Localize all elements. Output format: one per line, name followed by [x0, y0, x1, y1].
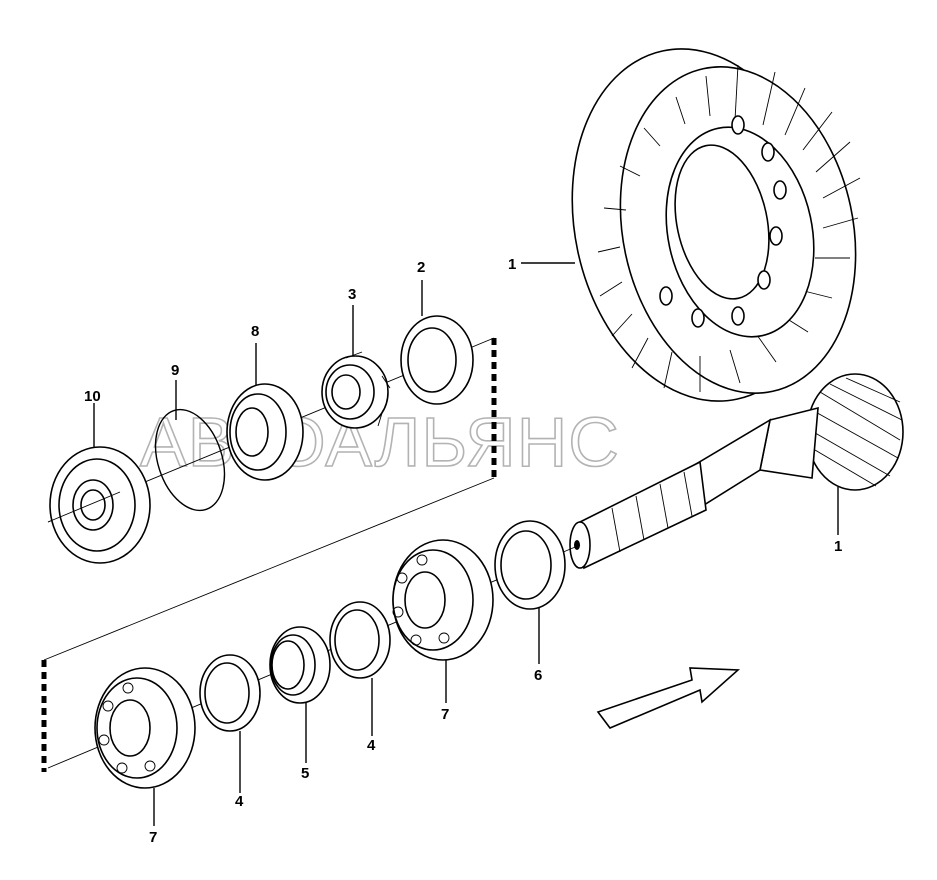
arrow-up-right-icon	[596, 667, 741, 729]
spacer-5	[269, 626, 331, 704]
label-washer-2: 2	[417, 259, 425, 276]
pinion-shaft	[569, 373, 904, 570]
label-nut-3: 3	[348, 286, 356, 303]
label-bearing-10: 10	[84, 388, 101, 405]
label-bearing-8: 8	[251, 323, 259, 340]
bearing-10	[47, 446, 151, 564]
label-bearing-7-left: 7	[149, 829, 157, 846]
bearing-7-left	[94, 667, 196, 789]
ring-9	[154, 408, 226, 512]
shim-4-left	[199, 654, 261, 732]
bearing-8	[226, 383, 304, 481]
assembly-boundary	[41, 338, 497, 772]
label-shim-6: 6	[534, 667, 542, 684]
label-bearing-7-right: 7	[441, 706, 449, 723]
nut-3	[321, 351, 391, 429]
shim-6	[494, 520, 566, 610]
shim-4-right	[329, 601, 391, 679]
label-shim-4-left: 4	[235, 793, 244, 810]
label-spacer-5: 5	[301, 765, 309, 782]
label-pinion: 1	[834, 538, 842, 555]
label-ring-gear: 1	[508, 256, 516, 273]
label-ring-9: 9	[171, 362, 179, 379]
label-shim-4-right: 4	[367, 737, 376, 754]
washer-2	[400, 315, 474, 405]
bearing-7-right	[392, 539, 494, 661]
ring-gear	[571, 48, 861, 402]
